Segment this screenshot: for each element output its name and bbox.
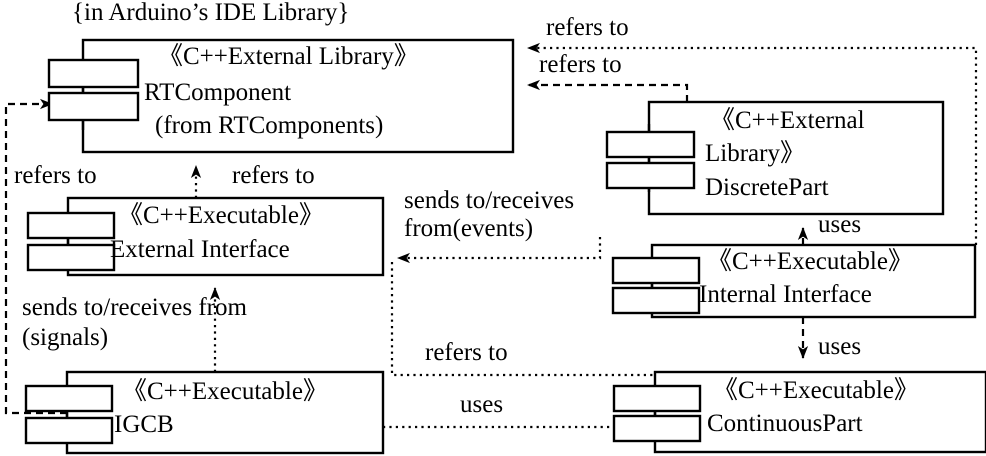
edge-label-refers-to-1: refers to [546,14,629,41]
component-external-interface-name: External Interface [110,236,290,263]
component-continuouspart[interactable] [612,370,986,454]
component-continuouspart-name: ContinuousPart [707,410,863,437]
component-rtcomponent-stereotype: 《C++External Library》 [158,43,419,70]
component-rtcomponent-name: RTComponent [144,79,292,106]
edge-refers-to-discretepart-to-rtcomponent [527,79,689,102]
edge-label-signals-line2: (signals) [22,324,109,351]
component-igcb-stereotype: 《C++Executable》 [122,378,328,405]
component-discretepart[interactable] [605,100,945,216]
edge-label-refers-to-4: refers to [232,162,315,189]
component-external-interface-stereotype: 《C++Executable》 [118,202,324,229]
component-external-interface[interactable] [26,196,385,277]
edge-label-events-line1: sends to/receives [404,187,575,214]
edge-label-uses-discretepart: uses [818,211,862,238]
component-igcb-name: IGCB [114,411,174,438]
edge-label-events-line2: from(events) [404,215,534,242]
component-internal-interface-stereotype: 《C++Executable》 [707,248,913,275]
edge-refers-to-external-to-continuouspart [390,262,656,377]
edge-refers-to-igcb-to-rtcomponent [4,98,67,415]
component-igcb[interactable] [24,370,385,455]
edge-label-signals-line1: sends to/receives from [22,294,247,321]
edge-label-uses-continuouspart-internal: uses [818,333,862,360]
edge-label-refers-to-5: refers to [425,339,508,366]
component-discretepart-name: DiscretePart [705,174,829,201]
component-rtcomponent[interactable] [47,38,515,154]
edge-refers-to-internal-to-rtcomponent [527,42,978,245]
component-discretepart-stereotype-line2: Library》 [705,140,805,167]
edge-label-refers-to-3: refers to [14,162,97,189]
component-discretepart-stereotype-line1: 《C++External [710,107,865,134]
edge-label-refers-to-2: refers to [539,51,622,78]
edge-events-internal-to-external [397,237,602,264]
component-continuouspart-stereotype: 《C++Executable》 [713,377,919,404]
edge-label-uses-igcb: uses [460,391,504,418]
note-arduino-library: {in Arduino’s IDE Library} [72,0,350,26]
component-internal-interface-name: Internal Interface [699,281,872,308]
component-rtcomponent-from: (from RTComponents) [155,112,384,139]
component-internal-interface[interactable] [611,243,977,319]
